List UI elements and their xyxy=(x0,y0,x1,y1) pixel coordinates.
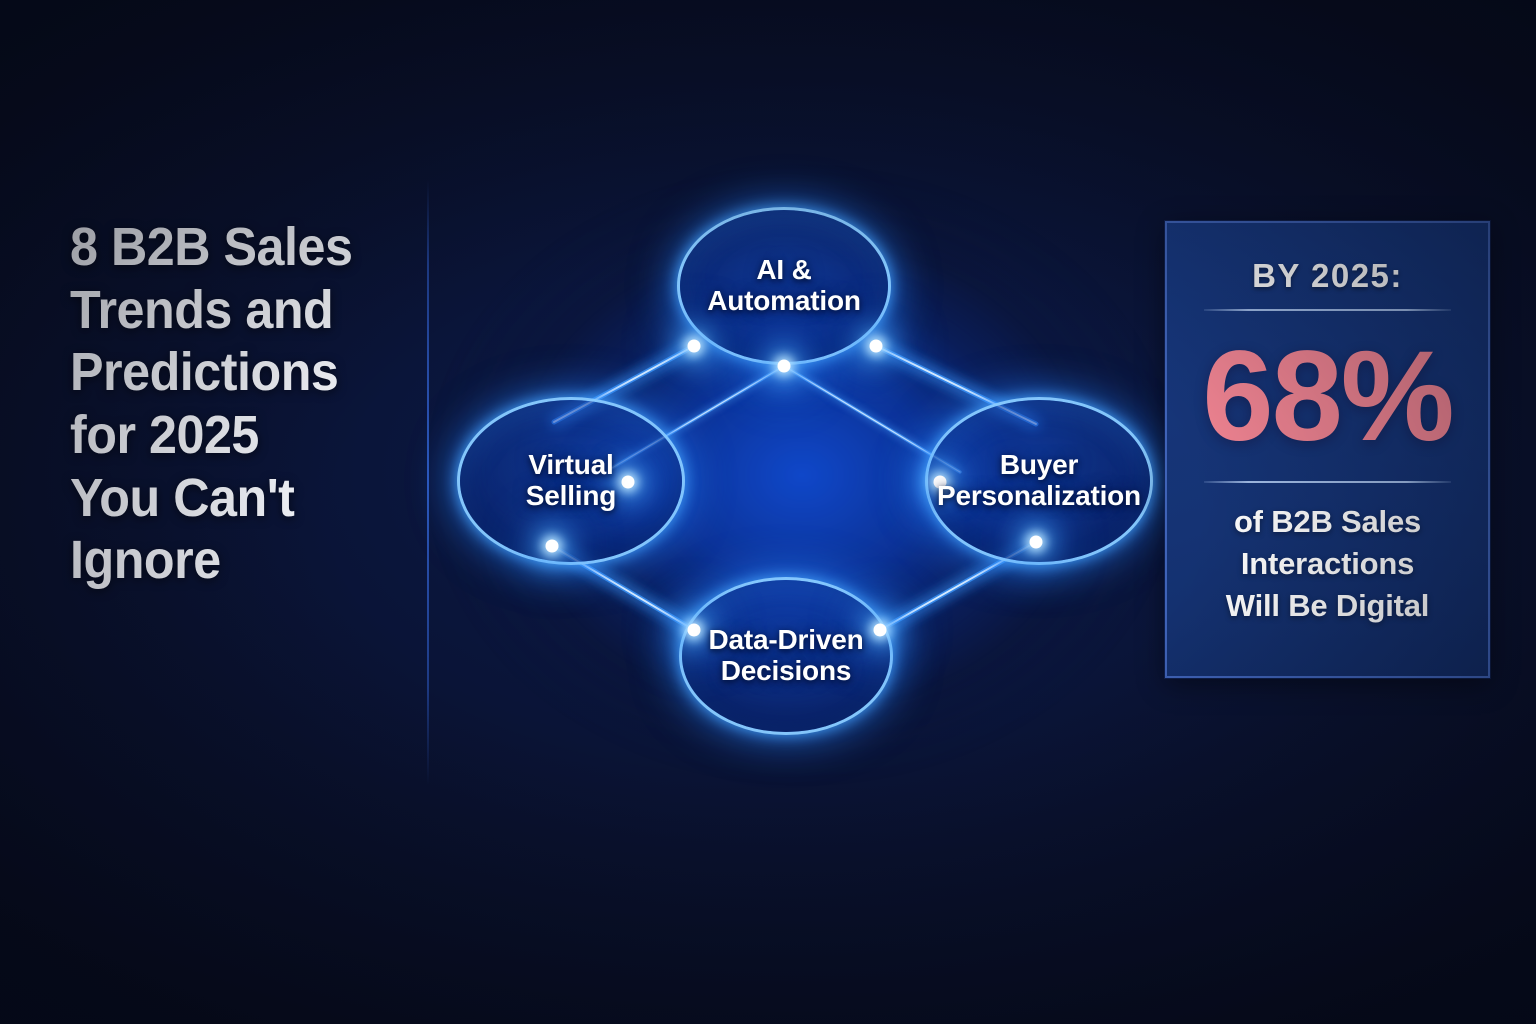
diagram-node-label: Virtual Selling xyxy=(525,449,617,511)
diagram-node-ai-automation[interactable]: AI & Automation xyxy=(680,210,888,362)
stat-panel-rule-top xyxy=(1204,309,1451,311)
stat-panel-description: of B2B Sales Interactions Will Be Digita… xyxy=(1225,504,1430,624)
connection-dot-ai-bottom xyxy=(777,359,791,373)
connection-dot-data-left xyxy=(687,623,701,637)
node-diagram: AI & Automation Virtual Selling Buyer Pe… xyxy=(392,120,1212,860)
diagram-node-virtual-selling[interactable]: Virtual Selling xyxy=(460,400,682,562)
diagram-node-data-driven-decisions[interactable]: Data-Driven Decisions xyxy=(682,580,890,732)
diagram-node-label: Data-Driven Decisions xyxy=(708,624,864,686)
diagram-node-label: Buyer Personalization xyxy=(937,449,1141,511)
connection-dot-buyer-bottom xyxy=(1029,535,1043,549)
diagram-node-label: AI & Automation xyxy=(707,254,861,316)
connection-dot-ai-right xyxy=(869,339,883,353)
connection-dot-virtual-right xyxy=(621,475,635,489)
page-title: 8 B2B Sales Trends and Predictions for 2… xyxy=(70,217,353,591)
connection-dot-data-right xyxy=(873,623,887,637)
stat-panel: BY 2025: 68% of B2B Sales Interactions W… xyxy=(1165,221,1490,678)
connection-dot-ai-left xyxy=(687,339,701,353)
stat-panel-rule-bottom xyxy=(1204,481,1451,483)
stat-panel-value: 68% xyxy=(1202,325,1454,468)
connection-dot-virtual-bottom xyxy=(545,539,559,553)
stat-panel-label: BY 2025: xyxy=(1252,257,1403,294)
